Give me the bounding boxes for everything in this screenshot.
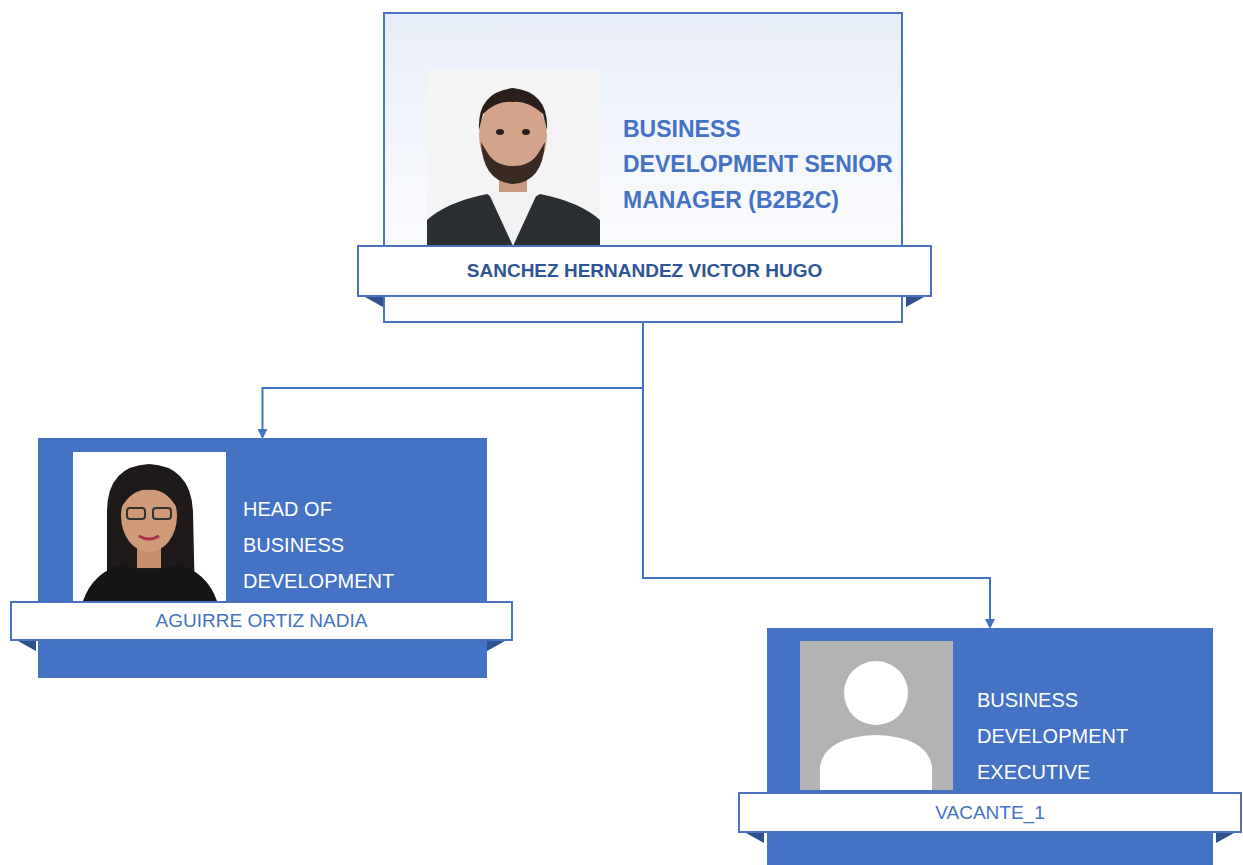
portrait-photo: [427, 70, 600, 246]
job-title: BUSINESS DEVELOPMENT EXECUTIVE: [977, 682, 1157, 790]
job-title: BUSINESS DEVELOPMENT SENIOR MANAGER (B2B…: [623, 112, 895, 219]
reporting-arrow: [643, 323, 990, 627]
org-box: BUSINESS DEVELOPMENT EXECUTIVE VACANTE_1: [767, 628, 1213, 865]
portrait-photo: [73, 452, 226, 601]
org-box: BUSINESS DEVELOPMENT SENIOR MANAGER (B2B…: [383, 12, 903, 323]
name-ribbon: SANCHEZ HERNANDEZ VICTOR HUGO: [357, 245, 932, 297]
person-name: VACANTE_1: [935, 802, 1044, 824]
name-ribbon: AGUIRRE ORTIZ NADIA: [10, 601, 513, 641]
org-box: HEAD OF BUSINESS DEVELOPMENT AGUIRRE ORTI…: [38, 438, 487, 678]
reporting-arrow: [263, 323, 644, 437]
name-ribbon: VACANTE_1: [738, 792, 1242, 833]
person-name: AGUIRRE ORTIZ NADIA: [156, 610, 368, 632]
job-title: HEAD OF BUSINESS DEVELOPMENT: [243, 491, 423, 599]
person-name: SANCHEZ HERNANDEZ VICTOR HUGO: [467, 260, 822, 282]
placeholder-avatar: [800, 641, 953, 790]
